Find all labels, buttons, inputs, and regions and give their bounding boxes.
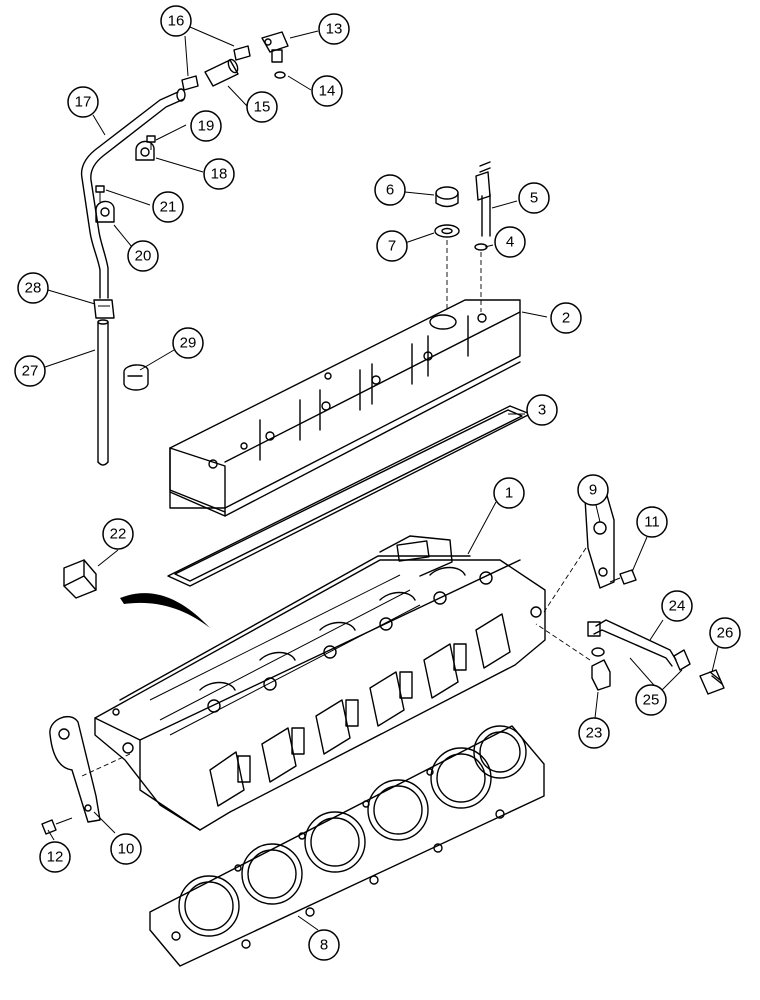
callout-1: 1 <box>493 477 525 509</box>
lifting-bracket-front <box>49 716 101 823</box>
hose-clamp-lower <box>181 75 199 91</box>
svg-text:25: 25 <box>643 692 660 709</box>
callouts: 1 2 3 4 5 6 7 8 9 10 11 12 13 14 15 16 1… <box>14 5 741 961</box>
svg-text:14: 14 <box>319 83 336 100</box>
clip-bolt-lower <box>95 185 105 202</box>
svg-text:23: 23 <box>586 725 603 742</box>
callout-21: 21 <box>152 191 184 223</box>
callout-16: 16 <box>160 5 192 37</box>
valve-cover <box>169 299 521 517</box>
breather-hose <box>204 58 239 87</box>
callout-25: 25 <box>635 684 667 716</box>
svg-text:21: 21 <box>160 199 177 216</box>
elbow-fitting <box>591 647 611 691</box>
vent-tube-upper <box>80 88 186 299</box>
svg-text:24: 24 <box>669 598 686 615</box>
svg-text:8: 8 <box>320 937 328 954</box>
callout-11: 11 <box>636 506 668 538</box>
callout-20: 20 <box>127 240 159 272</box>
oil-filler-cap <box>435 186 459 208</box>
callout-24: 24 <box>661 590 693 622</box>
fuel-line <box>587 619 677 667</box>
cover-stud <box>475 161 491 237</box>
callout-13: 13 <box>318 13 350 45</box>
drain-tube-lower <box>97 319 109 466</box>
callout-22: 22 <box>102 518 134 550</box>
adapter-fitting <box>699 669 725 695</box>
callout-26: 26 <box>709 617 741 649</box>
callout-23: 23 <box>578 717 610 749</box>
filler-cap-seal <box>434 224 460 238</box>
callout-12: 12 <box>39 841 71 873</box>
svg-text:4: 4 <box>506 234 514 251</box>
svg-text:5: 5 <box>530 190 538 207</box>
valve-cover-gasket <box>167 405 531 587</box>
callout-10: 10 <box>110 833 142 865</box>
svg-text:19: 19 <box>198 118 215 135</box>
svg-text:10: 10 <box>118 841 135 858</box>
callout-28: 28 <box>17 272 49 304</box>
svg-text:17: 17 <box>75 94 92 111</box>
svg-text:3: 3 <box>538 402 546 419</box>
callout-4: 4 <box>494 226 526 258</box>
tube-clamp-loose <box>123 364 149 391</box>
head-gasket <box>149 725 545 967</box>
o-ring-small <box>274 71 286 79</box>
direction-arrow <box>120 593 210 628</box>
callout-15: 15 <box>246 91 278 123</box>
svg-text:13: 13 <box>326 21 343 38</box>
callout-6: 6 <box>374 174 406 206</box>
callout-14: 14 <box>311 75 343 107</box>
bracket-bolt-rear <box>609 569 637 585</box>
tube-clamp <box>93 299 115 319</box>
svg-text:15: 15 <box>254 99 271 116</box>
callout-29: 29 <box>172 327 204 359</box>
callout-8: 8 <box>308 929 340 961</box>
svg-text:29: 29 <box>180 335 197 352</box>
callout-27: 27 <box>14 355 46 387</box>
svg-text:12: 12 <box>47 849 64 866</box>
hose-clamp-upper <box>233 45 251 61</box>
callout-17: 17 <box>67 86 99 118</box>
cylinder-head <box>94 535 546 831</box>
svg-text:16: 16 <box>168 13 185 30</box>
callout-5: 5 <box>518 182 550 214</box>
callout-9: 9 <box>577 474 609 506</box>
svg-text:6: 6 <box>386 182 394 199</box>
svg-text:9: 9 <box>589 482 597 499</box>
svg-text:11: 11 <box>644 514 660 531</box>
svg-text:1: 1 <box>505 485 513 502</box>
svg-text:28: 28 <box>25 280 42 297</box>
breather-fitting <box>261 31 289 63</box>
callout-19: 19 <box>190 110 222 142</box>
svg-text:18: 18 <box>211 166 228 183</box>
svg-text:26: 26 <box>717 625 734 642</box>
tube-clip-lower <box>95 200 115 223</box>
callout-3: 3 <box>526 394 558 426</box>
bracket-bolt-front <box>41 817 73 835</box>
callout-7: 7 <box>376 230 408 262</box>
svg-text:22: 22 <box>110 526 127 543</box>
fitting-nut <box>673 649 691 671</box>
callout-18: 18 <box>203 158 235 190</box>
svg-text:7: 7 <box>388 238 396 255</box>
plug <box>63 559 97 599</box>
svg-text:2: 2 <box>562 310 570 327</box>
svg-text:27: 27 <box>22 363 39 380</box>
svg-text:20: 20 <box>135 248 152 265</box>
callout-2: 2 <box>550 302 582 334</box>
clip-bolt-upper <box>146 135 156 150</box>
